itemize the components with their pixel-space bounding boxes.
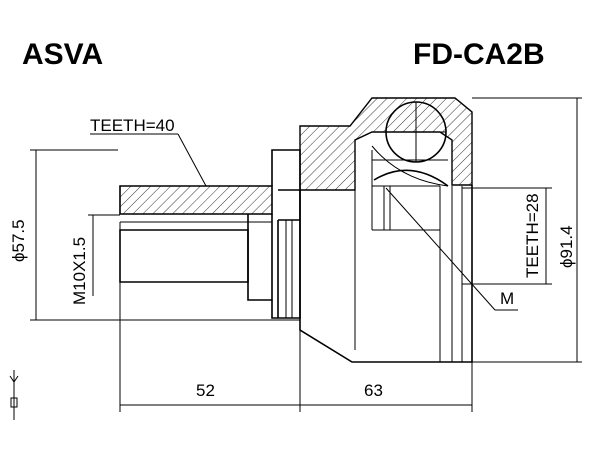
- dim-teeth-inner: TEETH=28: [462, 187, 552, 285]
- dim-lengths: 52 63: [119, 290, 473, 412]
- m-callout: M: [385, 187, 518, 311]
- dim-diameter-housing: ϕ91.4: [472, 97, 582, 363]
- brand-title: ASVA: [22, 38, 103, 71]
- teeth-inner-label: TEETH=28: [523, 193, 542, 278]
- dim-diameter-shaft: ϕ57.5: [9, 149, 300, 321]
- diameter-shaft-label: ϕ57.5: [9, 219, 28, 262]
- shaft: [119, 149, 301, 319]
- part-number: FD-CA2B: [413, 38, 545, 71]
- housing: [277, 97, 473, 363]
- dim-thread: M10X1.5: [70, 214, 120, 305]
- diameter-housing-label: ϕ91.4: [557, 225, 576, 268]
- spline-hatch: [120, 186, 272, 214]
- length-shaft-label: 52: [196, 381, 215, 400]
- axis-marker: [9, 370, 19, 420]
- m-label: M: [500, 289, 514, 308]
- housing-outline: [299, 185, 473, 363]
- inner-race: [373, 169, 449, 187]
- teeth-outer-label: TEETH=40: [90, 116, 175, 135]
- housing-wall-upper: [299, 97, 473, 191]
- threaded-pin: [119, 229, 249, 283]
- length-housing-label: 63: [364, 381, 383, 400]
- teeth-outer-callout: TEETH=40: [90, 116, 207, 187]
- thread-label: M10X1.5: [70, 237, 89, 305]
